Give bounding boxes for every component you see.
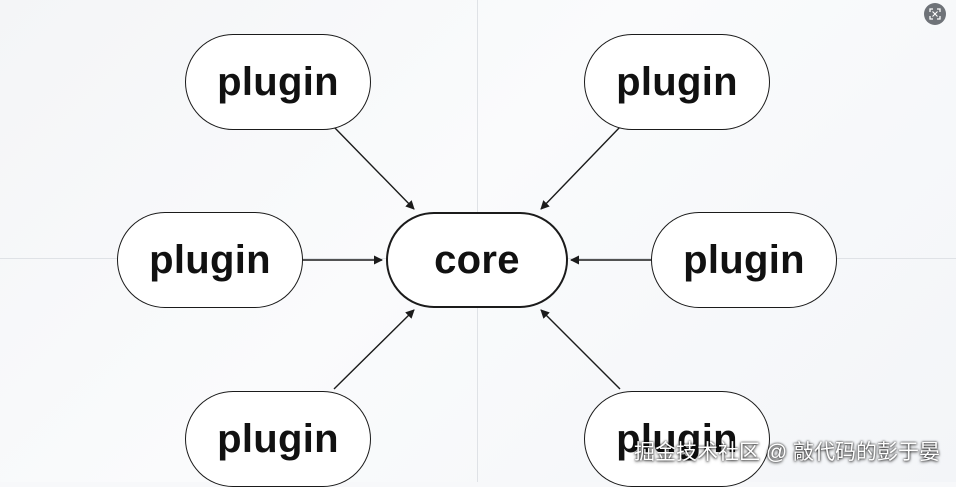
plugin-label: plugin [616,416,738,461]
watermark-text: 掘金技术社区 @ 敲代码的彭于晏 [634,441,940,464]
edge-top-right-plugin-to-core [540,126,621,210]
plugin-label: plugin [217,416,339,461]
plugin-node-right: plugin [651,212,837,308]
expand-glyph-icon [929,8,941,20]
image-expand-icon[interactable] [924,3,946,25]
plugin-node-top-right: plugin [584,34,770,130]
plugin-label: plugin [683,237,805,282]
plugin-label: plugin [217,59,339,104]
core-label: core [434,237,520,282]
core-node: core [386,212,568,308]
edge-bottom-right-plugin-to-core [540,309,621,390]
plugin-node-left: plugin [117,212,303,308]
plugin-node-top-left: plugin [185,34,371,130]
plugin-label: plugin [616,59,738,104]
edge-top-left-plugin-to-core [333,126,415,210]
plugin-node-bottom-right: plugin [584,391,770,487]
plugin-label: plugin [149,237,271,282]
edge-bottom-left-plugin-to-core [333,309,415,390]
plugin-node-bottom-left: plugin [185,391,371,487]
